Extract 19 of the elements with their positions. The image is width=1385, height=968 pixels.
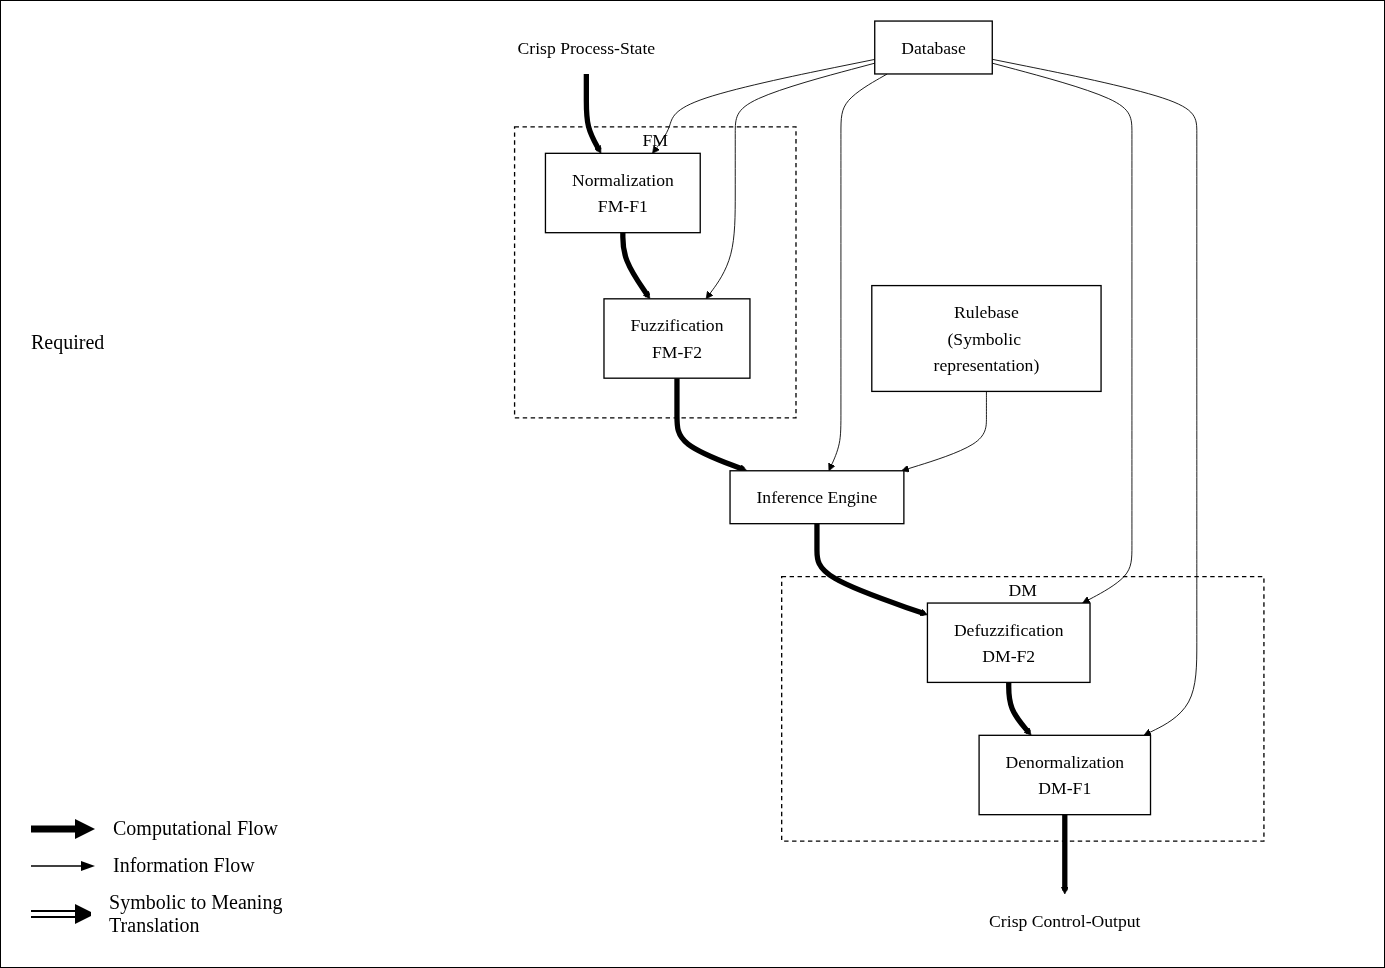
legend-text: Computational Flow [113,817,278,840]
node-box: Fuzzification FM-F2 [603,298,751,379]
node-text: Crisp Process-State [517,37,656,58]
node-box: Normalization FM-F1 [544,152,701,234]
node-box: Database [874,20,993,75]
arrow [1060,814,1069,895]
arrow [620,232,651,300]
node-box: Rulebase (Symbolic representation) [871,284,1102,393]
node-box: Denormalization DM-F1 [978,734,1152,816]
node-box: Inference Engine [729,470,905,525]
arrow [674,378,748,472]
legend-text: Information Flow [113,854,255,877]
node-box: Defuzzification DM-F2 [926,602,1091,684]
arrow [1006,682,1032,736]
arrow [583,73,602,154]
note-text: Required [31,331,106,354]
node-text: Crisp Control-Output [989,910,1141,931]
arrow [814,523,928,617]
legend-text: Symbolic to Meaning Translation [109,891,284,937]
